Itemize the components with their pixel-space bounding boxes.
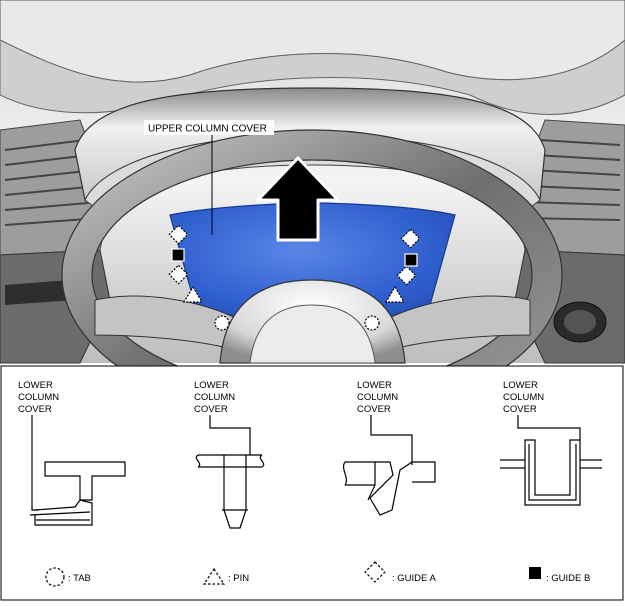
detail-guide-a: LOWER COLUMN COVER : GUIDE A bbox=[342, 380, 436, 584]
legend-guide-a-label: : GUIDE A bbox=[392, 573, 436, 584]
detail-tab: LOWER COLUMN COVER : TAB bbox=[18, 380, 126, 587]
guide-b-legend-icon bbox=[529, 567, 541, 579]
detail-label-line: LOWER bbox=[18, 380, 53, 391]
detail-label-line: COVER bbox=[503, 404, 537, 415]
detail-label-line: LOWER bbox=[503, 380, 538, 391]
legend-tab-label: : TAB bbox=[68, 573, 91, 584]
steering-hub-center bbox=[249, 304, 376, 364]
ignition-knob-inner bbox=[564, 310, 596, 334]
detail-label-line: LOWER bbox=[357, 380, 392, 391]
detail-label-line: COLUMN bbox=[194, 392, 235, 403]
tab-legend-icon bbox=[45, 567, 65, 587]
detail-label-line: COLUMN bbox=[357, 392, 398, 403]
tab-marker bbox=[214, 315, 380, 331]
detail-label-line: COVER bbox=[194, 404, 228, 415]
legend-pin-label: : PIN bbox=[228, 573, 249, 584]
removal-direction-arrow bbox=[256, 156, 340, 242]
guide-b-marker bbox=[171, 248, 418, 267]
detail-label-line: LOWER bbox=[194, 380, 229, 391]
guide-a-legend-icon bbox=[364, 561, 386, 583]
dashboard-illustration: UPPER COLUMN COVER bbox=[0, 0, 625, 421]
legend-guide-b-label: : GUIDE B bbox=[546, 573, 590, 584]
detail-label-line: COVER bbox=[357, 404, 391, 415]
callout-upper-column-cover: UPPER COLUMN COVER bbox=[148, 124, 267, 135]
detail-pin: LOWER COLUMN COVER : PIN bbox=[194, 380, 265, 585]
callout-background bbox=[144, 120, 274, 135]
detail-label-line: COVER bbox=[18, 404, 52, 415]
detail-label-line: COLUMN bbox=[503, 392, 544, 403]
pin-legend-icon bbox=[202, 567, 226, 585]
detail-label-line: COLUMN bbox=[18, 392, 59, 403]
detail-panel-frame bbox=[0, 365, 624, 601]
detail-panel: LOWER COLUMN COVER : TAB LOWER COLUMN CO… bbox=[0, 365, 624, 601]
guide-a-marker bbox=[168, 224, 421, 286]
left-switch bbox=[5, 280, 75, 305]
detail-guide-b: LOWER COLUMN COVER : GUIDE B bbox=[500, 380, 602, 584]
pin-marker bbox=[182, 285, 406, 303]
